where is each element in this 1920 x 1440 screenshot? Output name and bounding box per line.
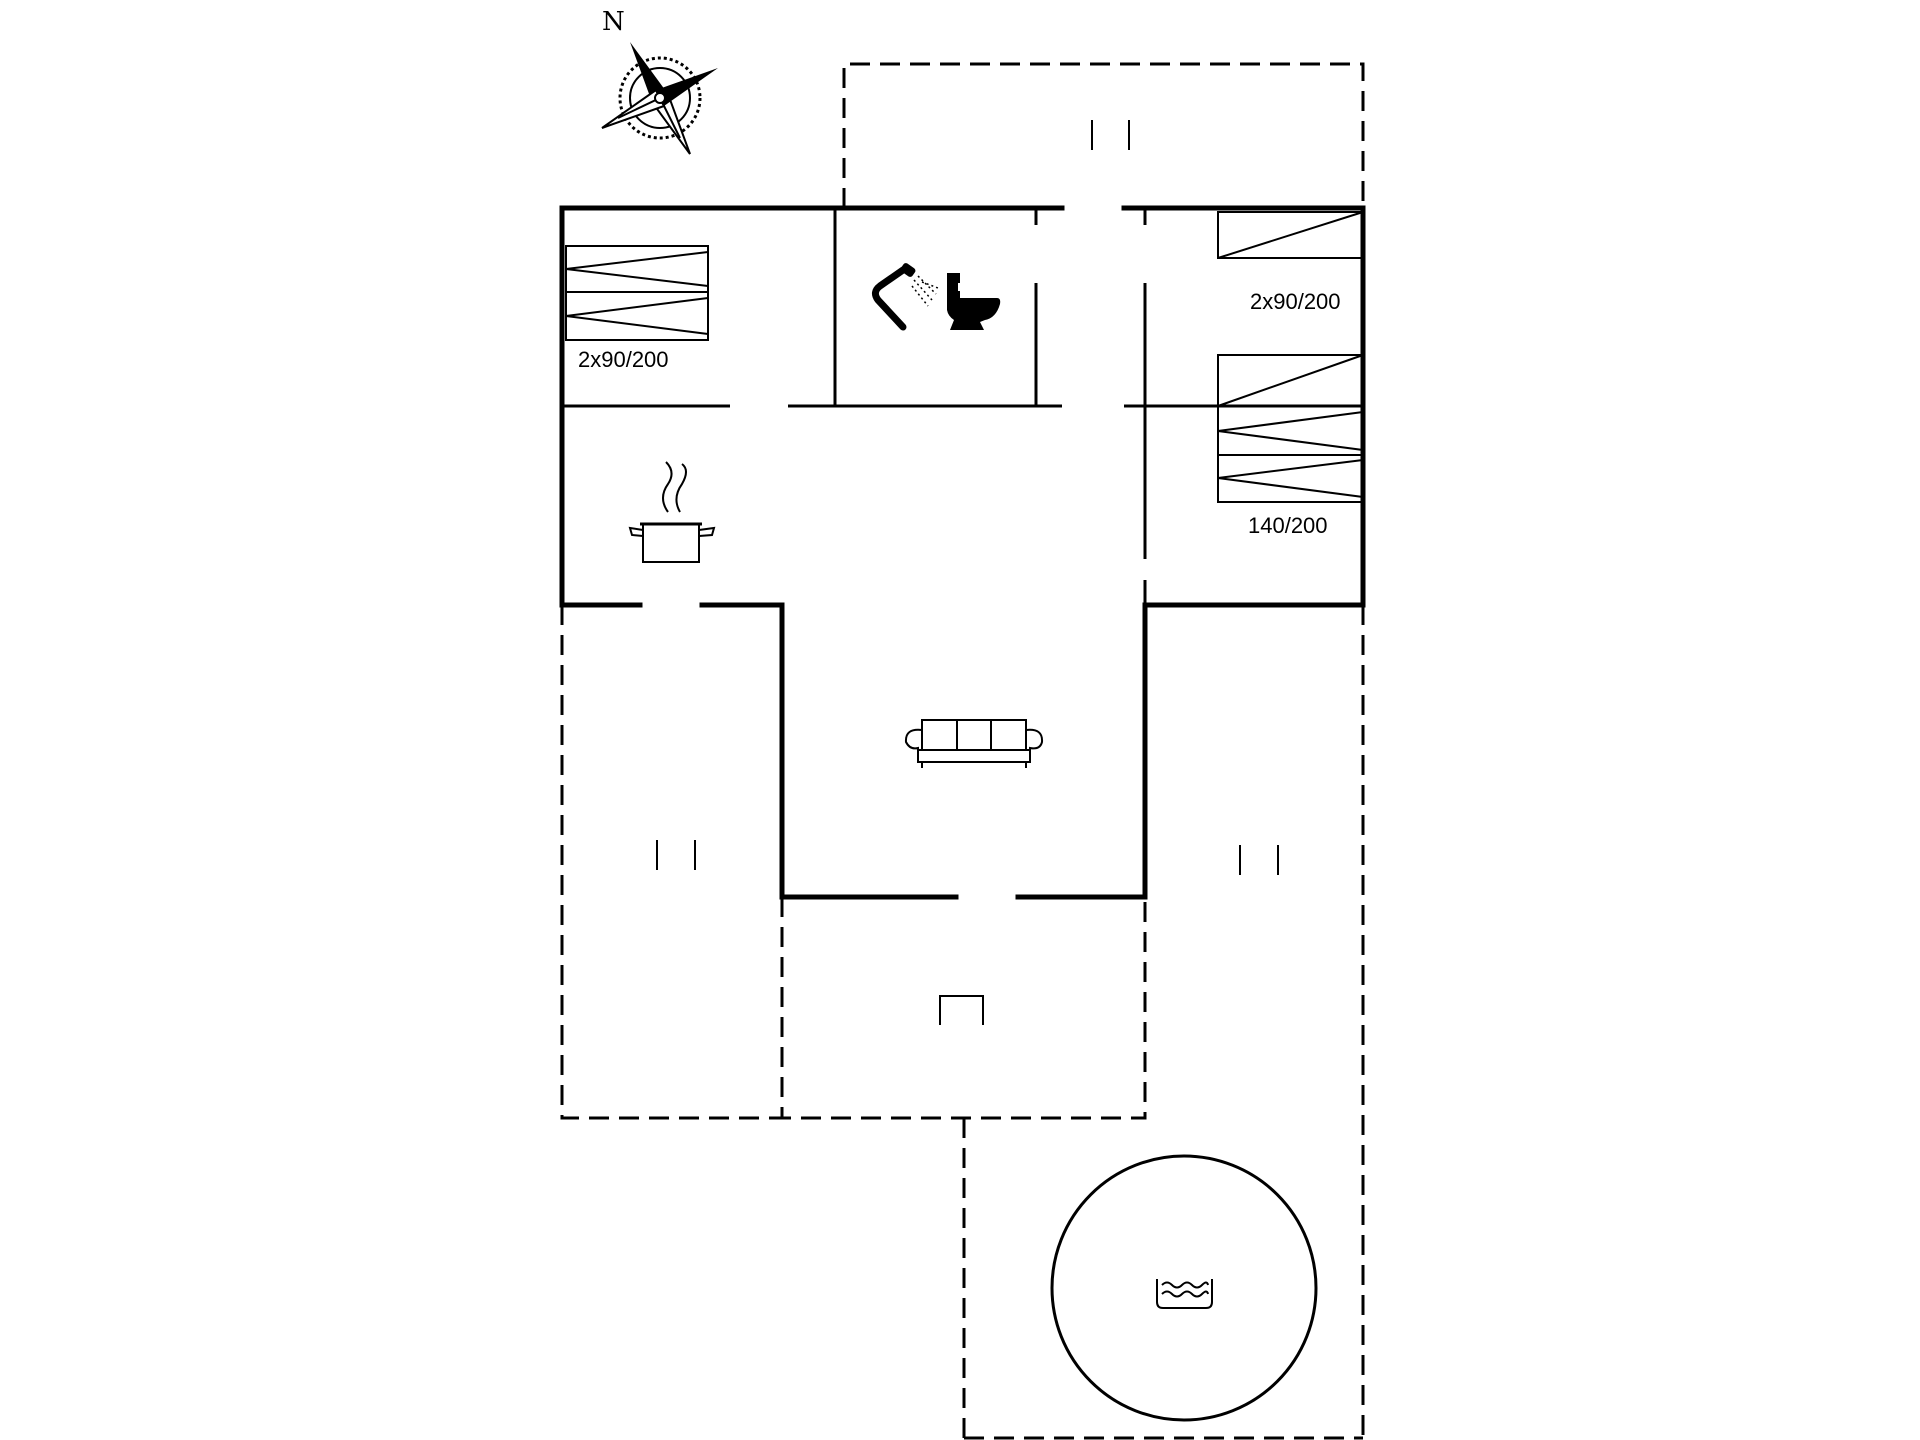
toilet-icon	[947, 273, 1001, 330]
bedroom-northwest: 2x90/200	[565, 245, 709, 372]
terrace-icon	[1239, 845, 1279, 875]
terrace-south	[780, 897, 1147, 1120]
pool-icon	[1156, 1279, 1213, 1309]
kitchen	[628, 461, 716, 563]
covered-entrance-icon	[939, 995, 984, 1025]
terrace-icon	[1091, 120, 1130, 150]
terrace-north	[842, 62, 1365, 208]
pool	[1050, 1154, 1318, 1422]
living-room	[904, 719, 1044, 768]
bathroom	[871, 263, 1001, 331]
bed-size-label: 2x90/200	[1250, 289, 1341, 314]
terrace-east	[1239, 605, 1365, 1440]
terrace-west	[560, 605, 782, 1120]
shower-icon	[871, 263, 939, 331]
double-bed-icon	[1217, 354, 1364, 503]
bed-size-label: 2x90/200	[578, 347, 669, 372]
north-label: N	[602, 7, 625, 37]
terrace-icon	[656, 840, 696, 870]
cooking-pot-icon	[628, 461, 716, 563]
twin-bed-icon	[565, 245, 709, 341]
bedroom-northeast: 2x90/200	[1217, 211, 1364, 314]
twin-bed-icon	[1217, 211, 1364, 259]
exterior-walls	[559, 205, 1366, 900]
bedroom-east: 140/200	[1217, 354, 1364, 538]
sofa-icon	[904, 719, 1044, 768]
bed-size-label: 140/200	[1248, 513, 1328, 538]
garden-area	[962, 1118, 1363, 1440]
compass-rose-icon: N	[601, 7, 718, 155]
